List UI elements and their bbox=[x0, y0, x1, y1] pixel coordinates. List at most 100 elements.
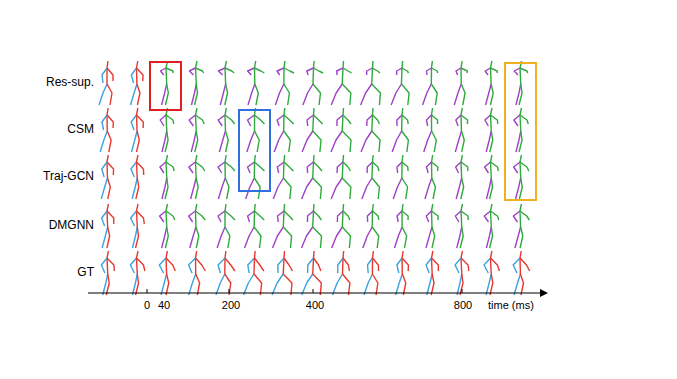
skeleton-figure bbox=[332, 204, 351, 248]
skeleton-figure bbox=[424, 108, 438, 152]
skeleton-figure bbox=[273, 204, 293, 248]
bone-line bbox=[491, 204, 492, 227]
bone-line bbox=[514, 162, 520, 173]
bone-line bbox=[255, 68, 265, 73]
bone-line bbox=[461, 251, 462, 274]
skeleton-figure bbox=[331, 155, 351, 199]
bone-line bbox=[166, 258, 175, 271]
bone-line bbox=[137, 155, 138, 178]
bone-line bbox=[137, 258, 145, 271]
bone-line bbox=[313, 204, 314, 227]
bone-line bbox=[196, 115, 205, 124]
bone-line bbox=[283, 204, 284, 227]
bone-line bbox=[372, 251, 373, 274]
bone-line bbox=[166, 274, 169, 295]
highlight-box bbox=[150, 62, 181, 110]
skeleton-figure bbox=[426, 204, 438, 248]
bone-line bbox=[361, 84, 372, 105]
bone-line bbox=[397, 162, 402, 173]
skeleton-figure bbox=[396, 251, 409, 295]
bone-line bbox=[166, 251, 167, 274]
bone-line bbox=[225, 211, 235, 220]
bone-line bbox=[160, 68, 166, 75]
skeleton-figure bbox=[273, 155, 293, 199]
skeleton-figure bbox=[485, 155, 499, 199]
bone-line bbox=[484, 211, 490, 222]
bone-line bbox=[331, 84, 342, 105]
bone-line bbox=[426, 68, 431, 75]
bone-line bbox=[225, 227, 230, 248]
bone-line bbox=[432, 251, 433, 274]
bone-line bbox=[520, 108, 521, 131]
bone-line bbox=[342, 131, 351, 152]
bone-line bbox=[490, 131, 493, 152]
skeleton-figure bbox=[274, 108, 294, 152]
bone-line bbox=[247, 131, 255, 152]
bone-line bbox=[337, 211, 343, 222]
bone-line bbox=[490, 274, 493, 295]
bone-line bbox=[196, 211, 206, 220]
bone-line bbox=[455, 258, 461, 273]
bone-line bbox=[102, 162, 107, 177]
axis-tick bbox=[462, 289, 463, 293]
bone-line bbox=[361, 131, 372, 152]
tick-label: 800 bbox=[454, 300, 472, 311]
bone-line bbox=[402, 258, 408, 271]
bone-line bbox=[248, 115, 255, 126]
bone-line bbox=[373, 115, 380, 124]
bone-line bbox=[189, 68, 195, 75]
bone-line bbox=[165, 178, 168, 199]
bone-line bbox=[248, 68, 255, 75]
bone-line bbox=[137, 211, 145, 224]
bone-line bbox=[402, 162, 408, 171]
bone-line bbox=[367, 115, 373, 126]
bone-line bbox=[426, 258, 431, 273]
skeleton-figure bbox=[160, 204, 175, 248]
skeleton-figure bbox=[189, 61, 203, 105]
bone-line bbox=[313, 227, 322, 248]
skeleton-figure bbox=[455, 108, 467, 152]
bone-line bbox=[343, 258, 349, 271]
bone-line bbox=[342, 155, 343, 178]
bone-line bbox=[491, 108, 492, 131]
bone-line bbox=[514, 115, 520, 126]
bone-line bbox=[391, 84, 401, 105]
bone-line bbox=[397, 258, 402, 273]
bone-line bbox=[342, 204, 343, 227]
skeleton-figure bbox=[456, 155, 468, 199]
bone-line bbox=[132, 131, 138, 152]
bone-line bbox=[225, 115, 235, 124]
tick-label: 0 bbox=[144, 300, 150, 311]
bone-line bbox=[225, 204, 226, 227]
bone-line bbox=[283, 227, 291, 248]
bone-line bbox=[137, 61, 138, 84]
bone-line bbox=[461, 131, 464, 152]
bone-line bbox=[166, 115, 174, 124]
bone-line bbox=[485, 162, 491, 173]
bone-line bbox=[424, 131, 432, 152]
bone-line bbox=[272, 274, 283, 295]
bone-line bbox=[394, 227, 402, 248]
bone-line bbox=[461, 155, 462, 178]
skeleton-figure bbox=[189, 155, 205, 199]
skeleton-figure bbox=[364, 251, 379, 295]
bone-line bbox=[515, 227, 521, 248]
skeleton-figure bbox=[159, 251, 175, 295]
bone-line bbox=[372, 131, 380, 152]
bone-line bbox=[137, 162, 144, 175]
bone-line bbox=[332, 274, 342, 295]
bone-line bbox=[461, 258, 469, 271]
bone-line bbox=[308, 258, 314, 273]
bone-line bbox=[519, 178, 522, 199]
bone-line bbox=[520, 115, 528, 124]
bone-line bbox=[278, 258, 284, 273]
bone-line bbox=[313, 84, 320, 105]
bone-line bbox=[460, 227, 463, 248]
bone-line bbox=[485, 115, 491, 126]
bone-line bbox=[491, 251, 492, 274]
skeleton-figure bbox=[393, 155, 408, 199]
bone-line bbox=[196, 68, 204, 73]
bone-line bbox=[362, 178, 372, 199]
highlight-box bbox=[239, 110, 270, 191]
bone-line bbox=[314, 68, 324, 73]
